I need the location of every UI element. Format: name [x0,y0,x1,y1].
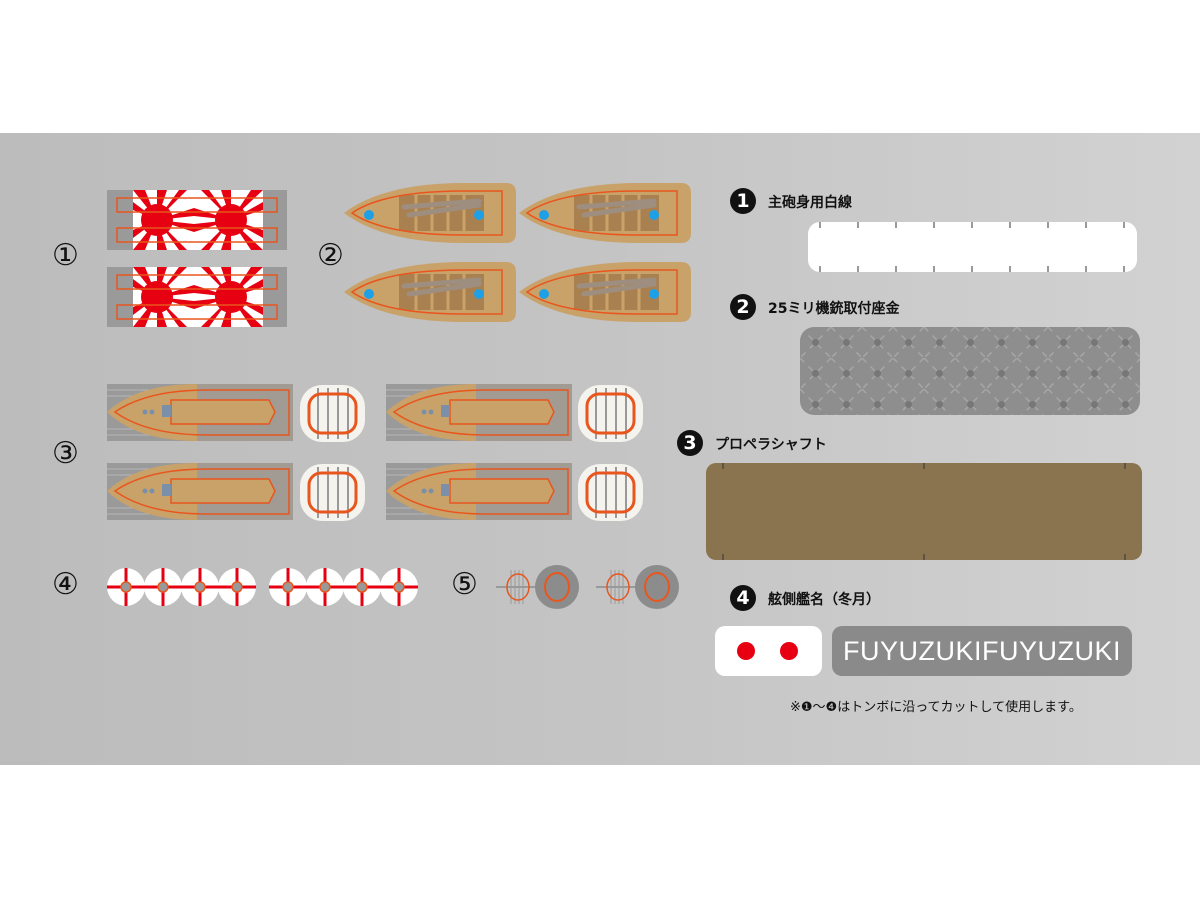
launch-decal [385,383,573,442]
mount-decal [595,564,680,610]
cut-part-number-3: 3 [677,430,703,456]
cut-part-number-2: 2 [730,294,756,320]
usage-note: ※❶〜❹はトンボに沿ってカットして使用します。 [790,700,1082,715]
section-number-3: ③ [52,436,79,471]
grating-decal [298,383,367,444]
hull-marker-strip [715,626,822,676]
grating-decal [298,462,367,523]
cut-part-label-2: 25ミリ機銃取付座金 [768,301,900,317]
boat-decal [519,183,691,243]
launch-decal [385,462,573,521]
white-line-strip [808,222,1137,272]
cut-part-label-1: 主砲身用白線 [768,195,852,211]
boat-decal [344,183,516,243]
grating-decal [576,383,645,444]
mount-decal [495,564,580,610]
section-number-2: ② [317,238,344,273]
flag-decal [106,266,288,328]
flag-decal [106,189,288,251]
section-number-4: ④ [52,567,79,602]
ship-name-decal-text: FUYUZUKIFUYUZUKI [843,636,1121,666]
boat-decal [519,262,691,322]
section-number-5: ⑤ [451,567,478,602]
section-number-1: ① [52,238,79,273]
cut-part-label-3: プロペラシャフト [715,437,827,453]
grating-decal [576,462,645,523]
cut-part-label-4: 舷側艦名（冬月） [768,592,880,608]
launch-decal [106,462,294,521]
ship-name-strip [832,626,1132,676]
propeller-shaft-strip [706,463,1142,560]
disc-decal-row [105,566,420,608]
cut-part-number-1: 1 [730,188,756,214]
cut-part-number-4: 4 [730,585,756,611]
launch-decal [106,383,294,442]
boat-decal [344,262,516,322]
